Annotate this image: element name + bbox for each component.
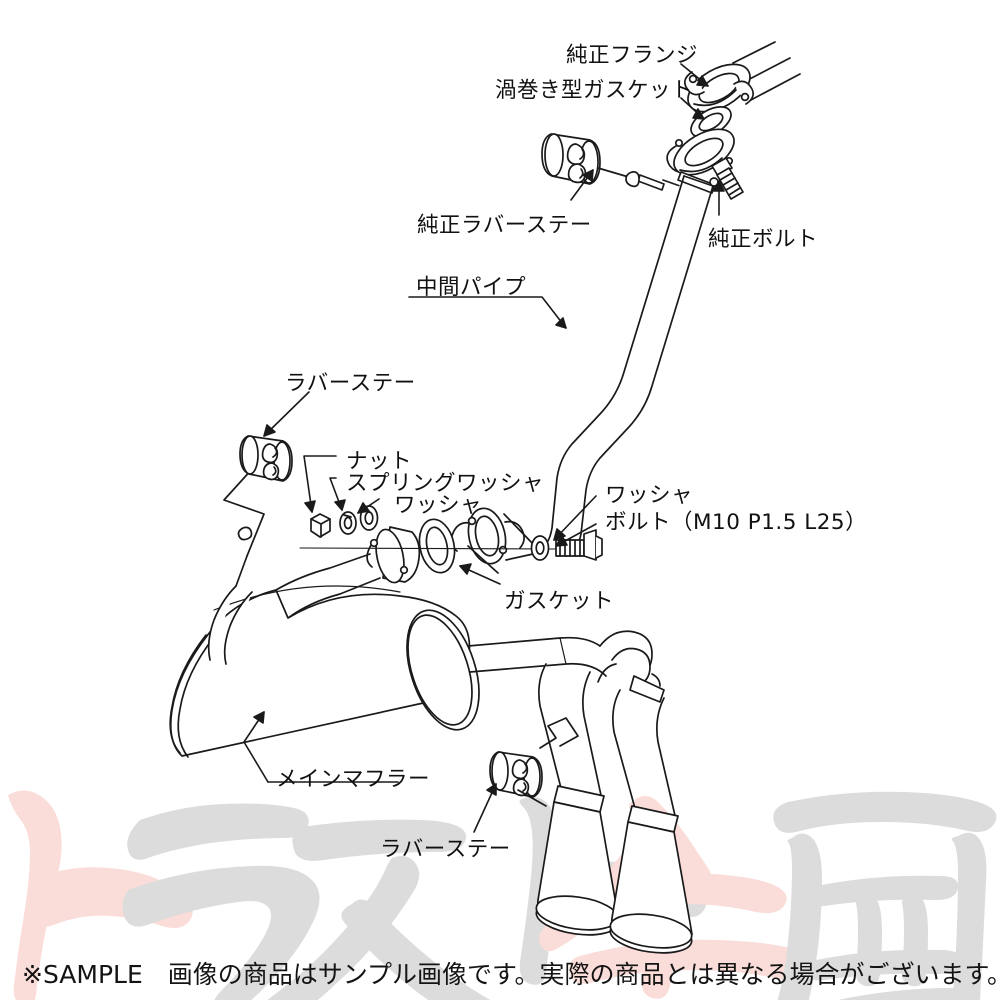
label-washer-right: ワッシャ xyxy=(605,483,694,508)
rubber-stay-left-part xyxy=(239,435,293,482)
lower-flange-right xyxy=(450,507,535,574)
left-hanger-rod xyxy=(223,467,265,587)
label-oem-bolt: 純正ボルト xyxy=(708,227,819,252)
main-muffler-part xyxy=(169,553,480,758)
label-bolt-spec: ボルト（M10 P1.5 L25） xyxy=(605,510,868,535)
rubber-stay-bottom-part xyxy=(489,717,579,807)
center-pipe-part xyxy=(505,175,714,561)
tailpipe-assembly xyxy=(467,630,693,954)
leader-lines xyxy=(243,63,725,833)
label-rubber-stay-left: ラバーステー xyxy=(285,371,416,396)
sample-disclaimer: ※SAMPLE 画像の商品はサンプル画像です。実際の商品とは異なる場合がございま… xyxy=(22,960,1000,989)
washer-right-part xyxy=(530,535,550,561)
label-nut: ナット xyxy=(346,449,413,474)
bolt-m10-part xyxy=(555,529,603,561)
oem-flange-part xyxy=(683,63,755,113)
spring-washer-part xyxy=(339,511,357,535)
label-washer-left: ワッシャ xyxy=(394,493,483,518)
label-oem-rubber-stay: 純正ラバーステー xyxy=(417,213,592,238)
oem-bolt-part xyxy=(711,157,744,200)
label-main-muffler: メインマフラー xyxy=(276,767,431,792)
lower-flange-left xyxy=(366,526,421,584)
label-gasket: ガスケット xyxy=(504,589,615,614)
label-rubber-stay-bottom: ラバーステー xyxy=(380,837,511,862)
muffler-front-pipe xyxy=(207,585,253,665)
assembly-axis xyxy=(299,547,561,550)
label-oem-flange: 純正フランジ xyxy=(566,43,699,68)
label-center-pipe: 中間パイプ xyxy=(416,275,527,300)
oem-rubber-stay-part xyxy=(541,133,601,185)
label-spring-washer: スプリングワッシャ xyxy=(346,471,545,496)
nut-part xyxy=(310,513,331,538)
gasket-part xyxy=(418,518,456,574)
label-spiral-gasket: 渦巻き型ガスケット xyxy=(495,78,694,103)
